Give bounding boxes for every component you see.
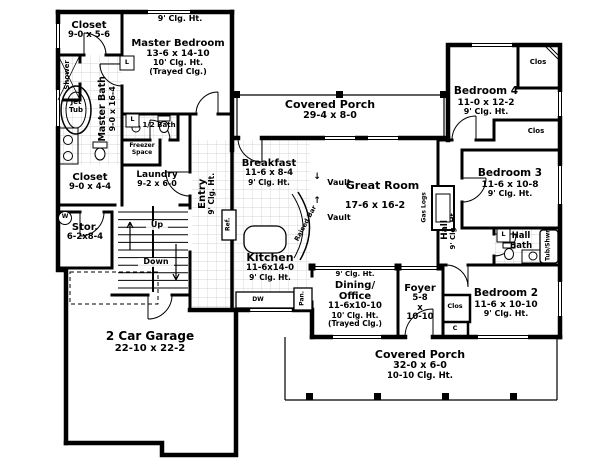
room-label-bedroom2: Bedroom 2 11-6 x 10-10 9' Clg. Ht. <box>473 287 539 318</box>
linen-label-2: L <box>130 115 135 123</box>
room-label-master-bedroom: Master Bedroom 13-6 x 14-10 10' Clg. Ht.… <box>131 38 225 77</box>
stairs <box>118 206 188 292</box>
great-room-vault-bottom: Vault <box>327 213 351 222</box>
windows <box>54 8 564 341</box>
room-label-half-bath: 1/2 Bath <box>142 121 176 129</box>
room-label-laundry: Laundry 9-2 x 6-0 <box>136 170 178 189</box>
stairs-down-label: Down <box>138 257 174 267</box>
vault-arrow-down-icon: ↓ <box>313 172 321 182</box>
interior-walls <box>56 10 562 339</box>
room-label-closet-tl: Closet 9-0 x 5-6 <box>67 20 111 41</box>
water-heater-label: W <box>61 213 69 220</box>
dining-clg-top: 9' Clg. Ht. <box>335 270 375 278</box>
door-arcs <box>79 32 517 338</box>
jet-tub-label: Jet Tub <box>69 98 83 114</box>
vault-arrow-up-icon: ↑ <box>313 196 321 206</box>
shower-stall <box>57 54 81 101</box>
master-bedroom-clg-top: 9' Clg. Ht. <box>157 14 203 23</box>
garage-dashed-outline <box>69 271 159 305</box>
room-label-dining-office: Dining/ Office 11-6x10-10 10' Clg. Ht. (… <box>328 280 382 329</box>
room-label-great-room: Great Room <box>345 179 420 192</box>
room-label-shower: Shower <box>63 60 72 90</box>
room-label-kitchen: Kitchen 11-6x14-0 9' Clg. Ht. <box>245 251 295 282</box>
tub-shower-label: Tub/Shwr <box>544 229 552 262</box>
great-room-dims: 17-6 x 16-2 <box>344 200 406 211</box>
room-label-storage: Stor. 6-2x8-4 <box>66 222 104 243</box>
room-label-bedroom4: Bedroom 4 11-0 x 12-2 9' Clg. Ht. <box>453 85 519 116</box>
closet-label-1: Clos <box>529 58 547 66</box>
room-label-breakfast: Breakfast 11-6 x 8-4 9' Clg. Ht. <box>241 158 297 187</box>
freezer-space-label: Freezer Space <box>129 142 155 156</box>
stairs-up-label: Up <box>146 220 168 230</box>
toilet-icons <box>92 115 516 260</box>
refrigerator-label: Ref. <box>224 217 232 231</box>
room-label-hall: Hall 9' Clg. Ht. <box>440 210 458 250</box>
fireplace-icon <box>431 185 455 231</box>
room-label-hall-bath: Hall Bath <box>509 231 533 251</box>
linen-label-3: L <box>501 230 506 238</box>
raised-bar-curve <box>291 191 311 261</box>
closet-label-bedroom2: Clos <box>447 302 463 310</box>
linen-label-1: L <box>124 58 130 66</box>
pantry-label: Pan. <box>298 290 306 306</box>
great-room-vault-top: Vault <box>327 178 351 187</box>
coat-closet-label: C <box>452 324 458 332</box>
cased-opening <box>308 263 444 271</box>
room-label-master-bath: Master Bath 9-0 x 16-4 <box>97 76 117 142</box>
room-label-porch-top: Covered Porch 29-4 x 8-0 <box>284 98 376 122</box>
porch-posts <box>233 91 517 400</box>
gas-logs-label: Gas Logs <box>420 192 428 223</box>
dishwasher-label: DW <box>252 296 264 303</box>
room-label-foyer: Foyer 5-8 x 10-10 <box>404 283 436 323</box>
room-label-bedroom3: Bedroom 3 11-6 x 10-8 9' Clg. Ht. <box>477 167 543 198</box>
exterior-walls <box>55 9 563 458</box>
linen-closet-boxes <box>58 55 511 243</box>
room-label-closet-ml: Closet 9-0 x 4-4 <box>68 172 112 193</box>
room-label-garage: 2 Car Garage 22-10 x 22-2 <box>105 329 195 355</box>
kitchen-counters <box>221 209 313 311</box>
hall-bath-tub <box>539 229 559 264</box>
room-label-entry: Entry 9' Clg. Ht. <box>197 172 217 215</box>
closet-label-2: Clos <box>527 127 545 135</box>
room-label-porch-bottom: Covered Porch 32-0 x 6-0 10-10 Clg. Ht. <box>374 348 466 381</box>
